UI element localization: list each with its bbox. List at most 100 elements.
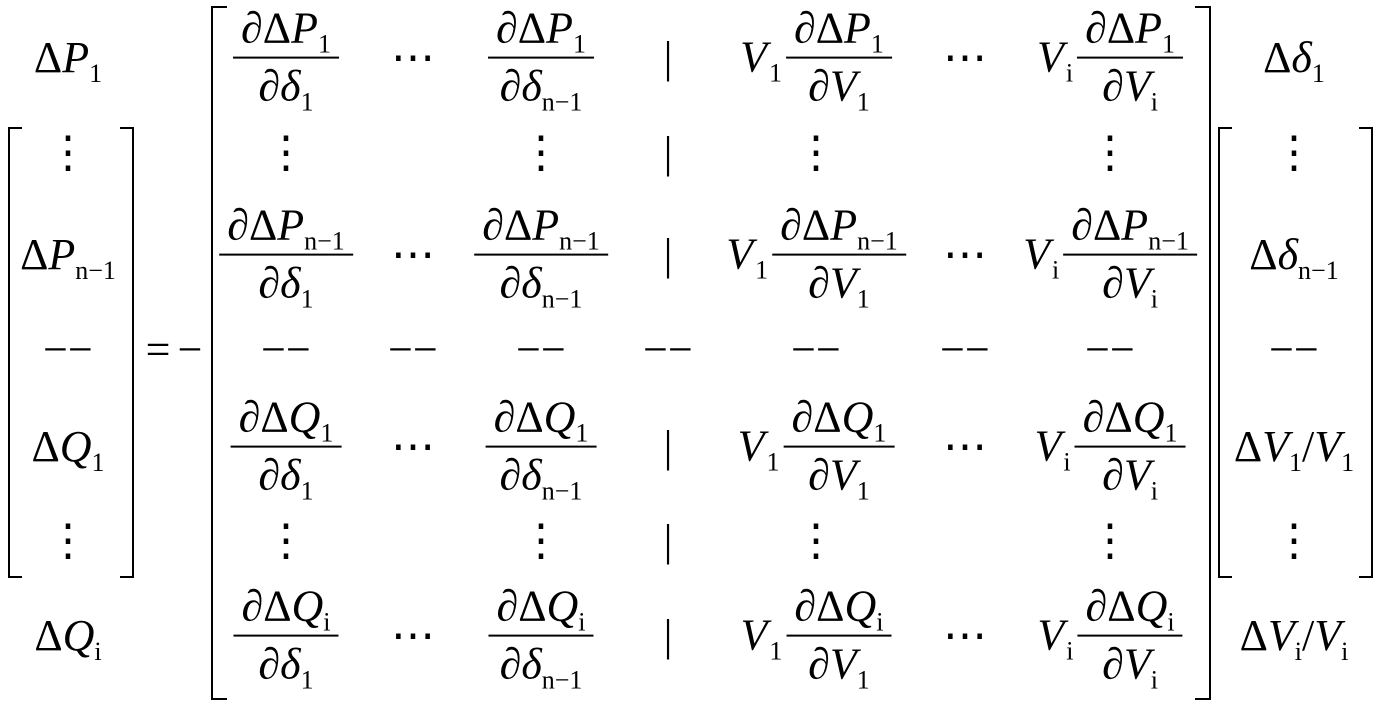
variable-symbol: δ [280,640,301,689]
function-subscript: 1 [1164,418,1178,448]
function-symbol: P [830,200,858,250]
coefficient-subscript: 1 [766,448,780,477]
fraction: ∂ΔPn−1∂V1 [772,200,906,313]
fraction-numerator: ∂ΔQi [488,581,594,637]
fraction-denominator: ∂V1 [800,637,878,693]
jacobian-partial-derivative: ∂ΔP1∂δn−1 [488,3,594,116]
fraction-numerator: ∂ΔPn−1 [474,201,608,256]
delta-symbol: Δ [813,392,842,442]
delta-symbol: Δ [815,3,845,53]
partial-symbol: ∂ [499,62,522,111]
fraction: ∂ΔP1∂δ1 [233,3,339,116]
coefficient-subscript: i [1066,637,1074,666]
function-subscript: i [323,607,331,637]
coefficient-subscript: 1 [755,256,769,285]
fraction: ∂ΔQi∂δ1 [233,581,339,694]
fraction-numerator: ∂ΔPn−1 [772,200,906,256]
jacobian-hdots: ⋯ [943,33,987,82]
lhs-symbol: P [48,230,76,279]
lhs-delta: Δ [31,422,60,471]
jacobian-hdots: ⋯ [943,422,987,471]
delta-symbol: Δ [801,200,831,250]
partial-symbol: ∂ [793,3,816,53]
lhs-delta: Δ [34,611,63,660]
jacobian-vdots: ⋮ [794,128,838,177]
fraction-denominator: ∂δn−1 [492,59,591,115]
lhs-entry-6: ΔQi [34,611,101,665]
variable-symbol: V [829,451,857,500]
fraction-numerator: ∂ΔP1 [488,3,594,59]
fraction: ∂ΔQ1∂δn−1 [485,392,597,505]
rhs-subscript: i [1294,637,1303,666]
jacobian-hdots: ⋯ [391,422,435,471]
lhs-vdots-5: ⋮ [46,516,90,565]
function-subscript: 1 [320,418,334,448]
delta-symbol: Δ [248,200,278,250]
fraction-numerator: ∂ΔQi [233,581,339,637]
function-symbol: Q [1135,581,1168,631]
lhs-left-bracket [8,127,22,578]
fraction: ∂ΔPn−1∂δ1 [219,200,353,313]
rhs-entry-0: Δδ1 [1263,33,1325,87]
coefficient-symbol: V [1023,230,1051,279]
function-symbol: P [844,3,871,53]
lhs-dash-separator: −− [43,325,93,374]
jacobian-hdots: ⋯ [943,230,987,279]
variable-subscript: i [1150,88,1158,117]
partial-symbol: ∂ [1102,62,1124,111]
function-subscript: i [876,607,884,637]
delta-symbol: Δ [517,3,547,53]
delta-symbol: Δ [1106,3,1136,53]
partial-symbol: ∂ [780,200,802,250]
rhs-symbol: δ [1291,33,1312,82]
jacobian-right-bracket [1195,6,1211,700]
coefficient-subscript: i [1065,59,1074,88]
partial-symbol: ∂ [493,392,516,442]
jacobian-partial-derivative: ∂ΔQ1∂δn−1 [485,392,597,505]
fraction-denominator: ∂V1 [800,59,878,115]
rhs-subscript: 1 [1311,59,1325,88]
variable-subscript: i [1150,285,1158,314]
function-symbol: Q [291,581,324,631]
delta-symbol: Δ [263,581,292,631]
equals-sign: = [145,325,171,374]
fraction: ∂ΔQi∂δn−1 [488,581,594,694]
fraction-numerator: ∂ΔQi [786,582,892,637]
jacobian-hdots: ⋯ [391,33,435,82]
variable-symbol: V [1123,451,1151,500]
function-subscript: n−1 [559,226,600,256]
jacobian-partial-derivative: V1∂ΔQi∂V1 [741,582,892,694]
fraction: ∂ΔQ1∂Vi [1074,393,1186,505]
voltage-coefficient: V1 [740,36,782,87]
fraction-denominator: ∂Vi [1094,256,1166,312]
coefficient-subscript: 1 [768,59,782,88]
jacobian-vdots: ⋮ [1088,128,1132,177]
function-subscript: n−1 [857,226,898,256]
jacobian-vdots: ⋮ [264,516,308,565]
fraction: ∂ΔP1∂Vi [1077,3,1184,116]
jacobian-column-separator: | [663,128,673,177]
function-symbol: P [291,3,318,53]
fraction-denominator: ∂δn−1 [492,448,591,504]
lhs-delta: Δ [33,33,63,82]
delta-symbol: Δ [260,392,289,442]
jacobian-column-separator: | [663,422,673,471]
lhs-delta: Δ [20,230,49,279]
fraction-numerator: ∂ΔP1 [785,3,892,59]
delta-symbol: Δ [1107,581,1136,631]
lhs-vdots-1: ⋮ [46,128,90,177]
rhs-delta: Δ [1239,611,1268,660]
jacobian-dash-separator: −− [261,325,311,374]
variable-subscript: 1 [856,88,870,117]
jacobian-hdots: ⋯ [391,611,435,660]
function-symbol: Q [546,581,579,631]
jacobian-vdots: ⋮ [794,516,838,565]
partial-symbol: ∂ [258,259,281,308]
partial-symbol: ∂ [1102,451,1124,500]
jacobian-partial-derivative: ∂ΔPn−1∂δn−1 [474,201,608,313]
partial-symbol: ∂ [1102,259,1124,308]
fraction-denominator: ∂Vi [1094,637,1166,693]
lhs-subscript: 1 [89,59,103,88]
variable-symbol: δ [521,62,542,111]
jacobian-dash-separator: −− [643,325,693,374]
